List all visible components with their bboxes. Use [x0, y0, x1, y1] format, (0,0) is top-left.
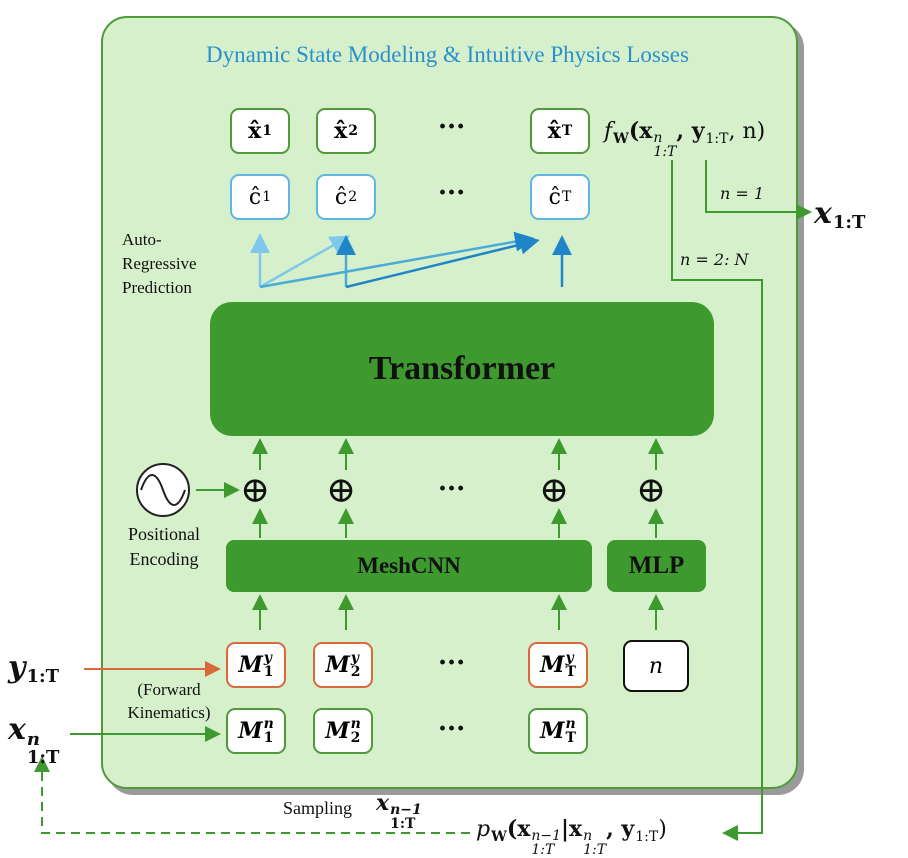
noise-level-box: n	[623, 640, 689, 692]
output-x-2: x̂2	[316, 108, 376, 154]
plus-icon: ⊕	[539, 470, 570, 511]
plus-icon: ⊕	[636, 470, 667, 511]
transformer-block: Transformer	[210, 302, 714, 436]
y-input-label: y1:T	[8, 650, 60, 687]
ellipsis: ···	[438, 714, 466, 744]
x-output-label: x1:T	[814, 196, 866, 233]
output-x-T: x̂T	[530, 108, 590, 154]
ellipsis: ···	[438, 474, 466, 504]
branch-n1-label: n = 1	[720, 184, 765, 203]
sampling-label: Sampling	[283, 798, 353, 818]
plus-icon: ⊕	[326, 470, 357, 511]
ellipsis: ···	[438, 112, 466, 142]
ellipsis: ···	[438, 648, 466, 678]
mlp-block: MLP	[607, 540, 706, 592]
plus-icon: ⊕	[240, 470, 271, 511]
output-x-1: x̂1	[230, 108, 290, 154]
branch-n2-label: n = 2: N	[680, 250, 749, 269]
diagram-title: Dynamic State Modeling & Intuitive Physi…	[206, 42, 689, 67]
ellipsis: ···	[438, 178, 466, 208]
meshcnn-block: MeshCNN	[226, 540, 592, 592]
